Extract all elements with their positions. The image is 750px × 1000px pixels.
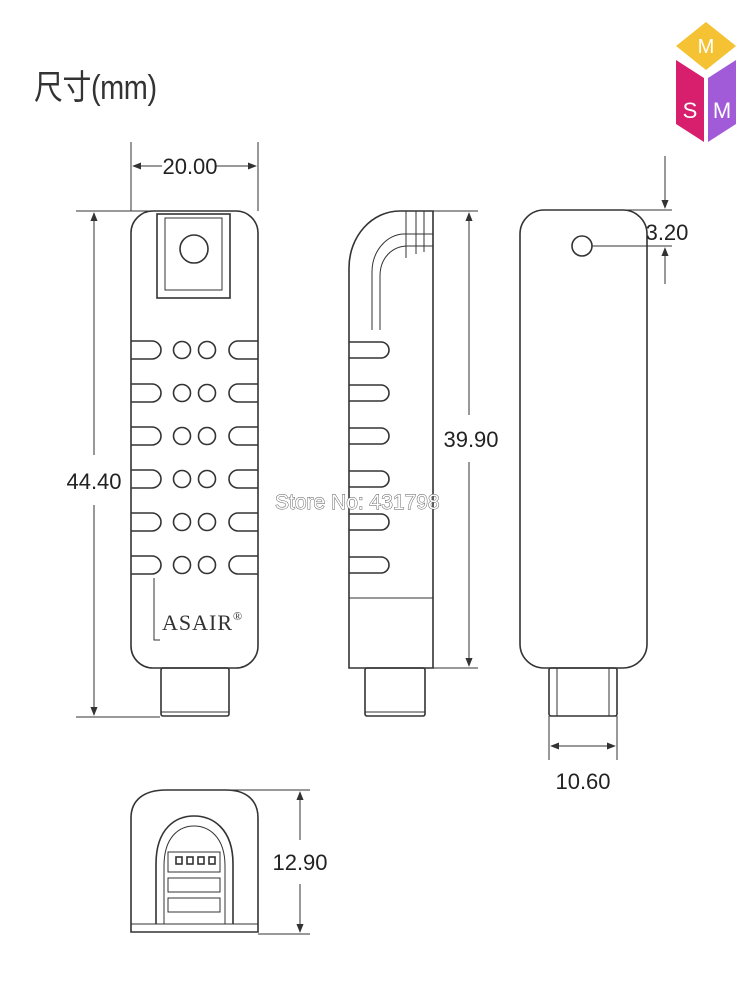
dim-bottom-height-label: 12.90 [272, 850, 327, 875]
side-vent-fin [349, 384, 390, 402]
brand-label: ASAIR® [162, 609, 243, 635]
back-mount-hole [571, 235, 593, 257]
front-vent-grid [131, 340, 258, 575]
logo-right-face [708, 60, 736, 142]
front-vent-hole [197, 426, 217, 446]
front-vent-slot-right [228, 512, 258, 532]
front-body [130, 210, 259, 669]
front-label-bracket [153, 578, 160, 641]
front-vent-slot-left [131, 383, 162, 403]
side-vent-fin [349, 341, 390, 359]
front-vent-hole [172, 512, 192, 532]
front-vent-hole [197, 340, 217, 360]
front-vent-slot-right [228, 383, 258, 403]
front-vent-hole [172, 426, 192, 446]
front-view: ASAIR® [130, 210, 259, 717]
front-vent-hole [172, 340, 192, 360]
dim-hole-offset-label: 3.20 [646, 220, 689, 245]
page-title: 尺寸(mm) [34, 69, 157, 107]
dim-height-total-label: 44.40 [66, 469, 121, 494]
front-vent-slot-left [131, 555, 162, 575]
side-view [348, 210, 434, 717]
logo-letter-top: M [698, 36, 715, 58]
msm-logo: M S M [676, 22, 736, 142]
side-vent-fin [349, 470, 390, 488]
front-vent-slot-right [228, 340, 258, 360]
front-vent-slot-right [228, 469, 258, 489]
bottom-view [130, 789, 259, 933]
side-vent-fin [349, 513, 390, 531]
back-body [519, 209, 648, 669]
front-vent-hole [172, 555, 192, 575]
front-vent-hole [197, 469, 217, 489]
front-vent-hole [172, 383, 192, 403]
dim-hole-offset: 3.20 [592, 156, 688, 284]
logo-letter-right: M [713, 98, 731, 123]
side-connector [364, 667, 426, 717]
dim-height-side-label: 39.90 [443, 427, 498, 452]
front-vent-hole [172, 469, 192, 489]
dim-width-front-label: 20.00 [162, 154, 217, 179]
bottom-connector-shell [155, 815, 234, 924]
front-vent-hole [197, 512, 217, 532]
brand-registered-mark: ® [233, 609, 243, 623]
front-vent-slot-left [131, 340, 162, 360]
back-view [519, 209, 648, 717]
front-top-hole [179, 234, 209, 264]
dim-connector-width-label: 10.60 [555, 769, 610, 794]
front-connector [160, 667, 230, 717]
dim-bottom-height: 12.90 [226, 789, 328, 935]
logo-letter-left: S [683, 98, 698, 123]
dim-height-total: 44.40 [66, 210, 160, 718]
side-vent-fin [349, 427, 390, 445]
store-watermark: Store No: 431798 [275, 491, 440, 514]
dim-width-front: 20.00 [130, 142, 259, 211]
front-top-window [156, 213, 231, 299]
front-vent-slot-right [228, 555, 258, 575]
front-vent-slot-left [131, 426, 162, 446]
side-vent-column [349, 341, 390, 574]
back-connector [548, 667, 618, 717]
logo-left-face [676, 60, 704, 142]
front-vent-hole [197, 555, 217, 575]
dim-height-side: 39.90 [420, 210, 499, 669]
front-top-window-inner [164, 217, 223, 291]
front-vent-slot-left [131, 469, 162, 489]
bottom-outline [130, 789, 259, 933]
dim-connector-width: 10.60 [548, 716, 618, 794]
bottom-pin-block [167, 851, 221, 873]
front-vent-slot-right [228, 426, 258, 446]
logo-top-diamond [676, 22, 736, 70]
front-vent-slot-left [131, 512, 162, 532]
side-body [348, 210, 434, 669]
front-vent-hole [197, 383, 217, 403]
side-vent-fin [349, 556, 390, 574]
